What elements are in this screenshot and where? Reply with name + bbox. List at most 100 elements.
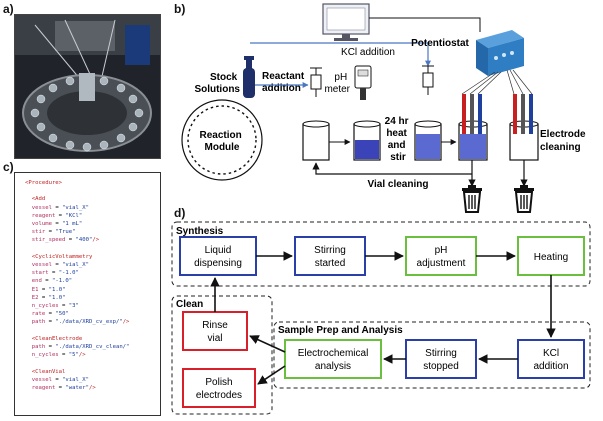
code-line: vessel = "vial_X"	[25, 376, 160, 384]
vial-reactant	[353, 120, 381, 161]
svg-text:Heating: Heating	[534, 252, 568, 263]
vial-heated	[414, 120, 442, 161]
heat-stir-label: 24 hr heat and stir	[385, 116, 412, 163]
code-token: =	[48, 270, 59, 277]
reaction-module-label: Reaction Module	[199, 130, 244, 153]
code-token: <CyclicVoltammetry	[25, 253, 93, 260]
code-line: rate = "50"	[25, 310, 160, 318]
code-token: n_cycles	[25, 352, 59, 359]
procedure-code-panel: <Procedure> <Add vessel = "vial_X" reage…	[14, 172, 161, 416]
synthesis-group	[171, 221, 591, 287]
code-line: <CyclicVoltammetry	[25, 253, 160, 261]
code-token: stir_speed	[25, 237, 66, 244]
trash-icon	[462, 185, 482, 213]
synthesis-group-label: Synthesis	[176, 226, 224, 237]
sample-prep-group-label: Sample Prep and Analysis	[278, 325, 403, 336]
code-token: =	[45, 319, 56, 326]
code-line: stir_speed = "400"/>	[25, 236, 160, 244]
step-heating: Heating	[517, 236, 585, 276]
code-token: "vial_X"	[62, 376, 90, 383]
code-line: reagent = "water"/>	[25, 384, 160, 392]
code-line: <CleanElectrode	[25, 335, 160, 343]
code-token: =	[58, 352, 69, 359]
ph-meter-label: pH meter	[324, 72, 350, 95]
vial-empty	[302, 120, 330, 161]
code-token: vessel	[25, 376, 52, 383]
code-token: =	[55, 385, 66, 392]
code-token: =	[51, 221, 63, 228]
code-token: />	[92, 237, 100, 244]
code-line: E1 = "1.0"	[25, 286, 160, 294]
code-token: "400"	[75, 237, 93, 244]
code-line: n_cycles = "5"/>	[25, 351, 160, 359]
code-token: reagent	[25, 212, 56, 219]
clean-group-label: Clean	[176, 299, 203, 310]
electrode-cleaning-vial	[509, 94, 539, 161]
code-token: =	[38, 294, 49, 301]
code-token: "1 mL"	[62, 221, 83, 228]
code-token: "./data/XRD_cv_exp/"	[55, 319, 123, 326]
code-token: =	[55, 212, 66, 219]
code-token: stir	[25, 229, 46, 236]
code-token: =	[45, 229, 56, 236]
kcl-addition-label: KCl addition	[341, 47, 395, 58]
code-token: reagent	[25, 385, 56, 392]
reactant-syringe-icon	[310, 67, 322, 97]
code-token: =	[51, 376, 63, 383]
code-line: vessel = "vial_X"	[25, 261, 160, 269]
flow-arrows	[210, 251, 556, 385]
code-token: =	[51, 262, 63, 269]
code-token: =	[58, 303, 69, 310]
code-token: =	[45, 344, 56, 351]
code-token: =	[38, 286, 49, 293]
code-token: "5"	[68, 352, 79, 359]
code-token: "50"	[55, 311, 69, 318]
panel-label-a: a)	[3, 2, 14, 16]
code-line: vessel = "vial_X"	[25, 204, 160, 212]
vial-with-electrodes	[458, 94, 488, 161]
code-token: vessel	[25, 262, 52, 269]
trash-icon	[514, 185, 534, 213]
code-line: end = "-1.0"	[25, 277, 160, 285]
procedure-code: <Procedure> <Add vessel = "vial_X" reage…	[15, 173, 160, 392]
code-token: "True"	[55, 229, 76, 236]
code-token: end	[25, 278, 42, 285]
code-token: path	[25, 319, 46, 326]
reaction-module-icon	[181, 99, 263, 181]
code-line: <Procedure>	[25, 179, 160, 187]
code-token: />	[122, 319, 130, 326]
code-token: "3"	[68, 303, 79, 310]
code-token: E2	[25, 294, 39, 301]
code-token: "-1.0"	[51, 278, 73, 285]
code-token: "water"	[65, 385, 89, 392]
code-token: start	[25, 270, 49, 277]
ph-meter-icon	[354, 65, 372, 100]
panel-label-c: c)	[3, 160, 14, 174]
code-line: <CleanVial	[25, 368, 160, 376]
electrode-wires	[461, 69, 533, 95]
code-line: volume = "1 mL"	[25, 220, 160, 228]
stock-bottle-icon	[243, 56, 255, 98]
code-token: "1.0"	[48, 286, 66, 293]
code-token: path	[25, 344, 46, 351]
code-token: vessel	[25, 204, 52, 211]
code-token: "./data/XRD_cv_clean/"	[55, 344, 130, 351]
code-line: path = "./data/XRD_cv_clean/"	[25, 343, 160, 351]
code-line: reagent = "KCl"	[25, 212, 160, 220]
code-token: <Procedure>	[25, 180, 63, 186]
computer-icon	[322, 3, 370, 41]
vial-cleaning-label: Vial cleaning	[368, 179, 429, 190]
code-line: stir = "True"	[25, 228, 160, 236]
stock-solutions-label: Stock Solutions	[194, 72, 240, 95]
